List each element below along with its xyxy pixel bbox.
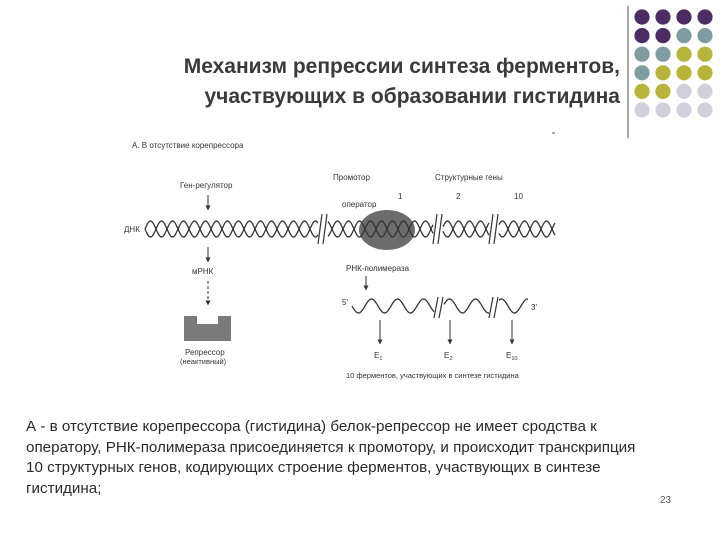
gene-number-10: 10 bbox=[514, 192, 523, 201]
mrna-3-prime: 3' bbox=[531, 303, 537, 312]
decorative-dot bbox=[697, 27, 713, 44]
decorative-dot bbox=[697, 9, 713, 25]
promoter-label: Промотор bbox=[333, 173, 370, 182]
decorative-dot-grid bbox=[634, 9, 713, 118]
enzyme-e1: E1 bbox=[374, 351, 382, 362]
decorative-dot bbox=[655, 9, 671, 25]
structural-genes-label: Структурные гены bbox=[435, 173, 503, 182]
decorative-dot bbox=[676, 83, 692, 99]
decorative-dot bbox=[676, 46, 692, 62]
title-line-2: участвующих в образовании гистидина bbox=[204, 85, 621, 108]
decorative-dot bbox=[634, 102, 650, 118]
repressor-label: Репрессор bbox=[185, 348, 225, 357]
slide-title: Механизм репрессии синтеза ферментов, уч… bbox=[100, 52, 620, 112]
decorative-dot bbox=[634, 83, 650, 99]
decorative-dot bbox=[634, 9, 650, 25]
dna-strand-a bbox=[144, 220, 556, 238]
decorative-dot bbox=[655, 65, 671, 81]
gene-number-1: 1 bbox=[398, 192, 403, 201]
page-number: 23 bbox=[660, 495, 672, 506]
decorative-dot bbox=[655, 27, 671, 44]
decorative-dot bbox=[697, 46, 713, 62]
dna-break-marks bbox=[317, 213, 499, 245]
panel-label: А. В отсутствие корепрессора bbox=[132, 141, 244, 150]
title-divider bbox=[627, 6, 629, 138]
mrna-label: мРНК bbox=[192, 267, 214, 276]
gene-number-2: 2 bbox=[456, 192, 461, 201]
dna-strand-b bbox=[144, 220, 556, 238]
title-line-1: Механизм репрессии синтеза ферментов, bbox=[183, 55, 620, 78]
operator-label: оператор bbox=[342, 200, 377, 209]
repressor-state-label: (неактивный) bbox=[180, 357, 227, 366]
repressor-shape bbox=[184, 316, 231, 341]
decorative-dot bbox=[697, 83, 713, 99]
enzymes-caption: 10 ферментов, участвующих в синтезе гист… bbox=[346, 371, 520, 380]
decorative-dot bbox=[676, 65, 692, 81]
decorative-dot bbox=[676, 27, 692, 44]
mrna-strand bbox=[351, 298, 528, 314]
enzyme-e2: E2 bbox=[444, 351, 452, 362]
decorative-dot bbox=[634, 46, 650, 62]
decorative-dot bbox=[676, 102, 692, 118]
enzyme-e10: E10 bbox=[506, 351, 517, 362]
decorative-dot bbox=[655, 46, 671, 62]
decorative-dot bbox=[697, 102, 713, 118]
rna-polymerase-label: РНК-полимераза bbox=[346, 264, 410, 273]
repression-diagram: А. В отсутствие корепрессора Ген-регулят… bbox=[124, 132, 556, 380]
dna-label: ДНК bbox=[124, 225, 140, 234]
decorative-dot bbox=[655, 102, 671, 118]
decorative-dot bbox=[634, 27, 650, 44]
gene-regulator-label: Ген-регулятор bbox=[180, 181, 233, 190]
decorative-dot bbox=[676, 9, 692, 25]
mrna-5-prime: 5' bbox=[342, 298, 348, 307]
decorative-dot bbox=[655, 83, 671, 99]
slide-caption: А - в отсутствие корепрессора (гистидина… bbox=[26, 418, 636, 497]
decorative-dot bbox=[634, 65, 650, 81]
decorative-dot bbox=[697, 65, 713, 81]
mrna-break-marks bbox=[433, 296, 499, 319]
